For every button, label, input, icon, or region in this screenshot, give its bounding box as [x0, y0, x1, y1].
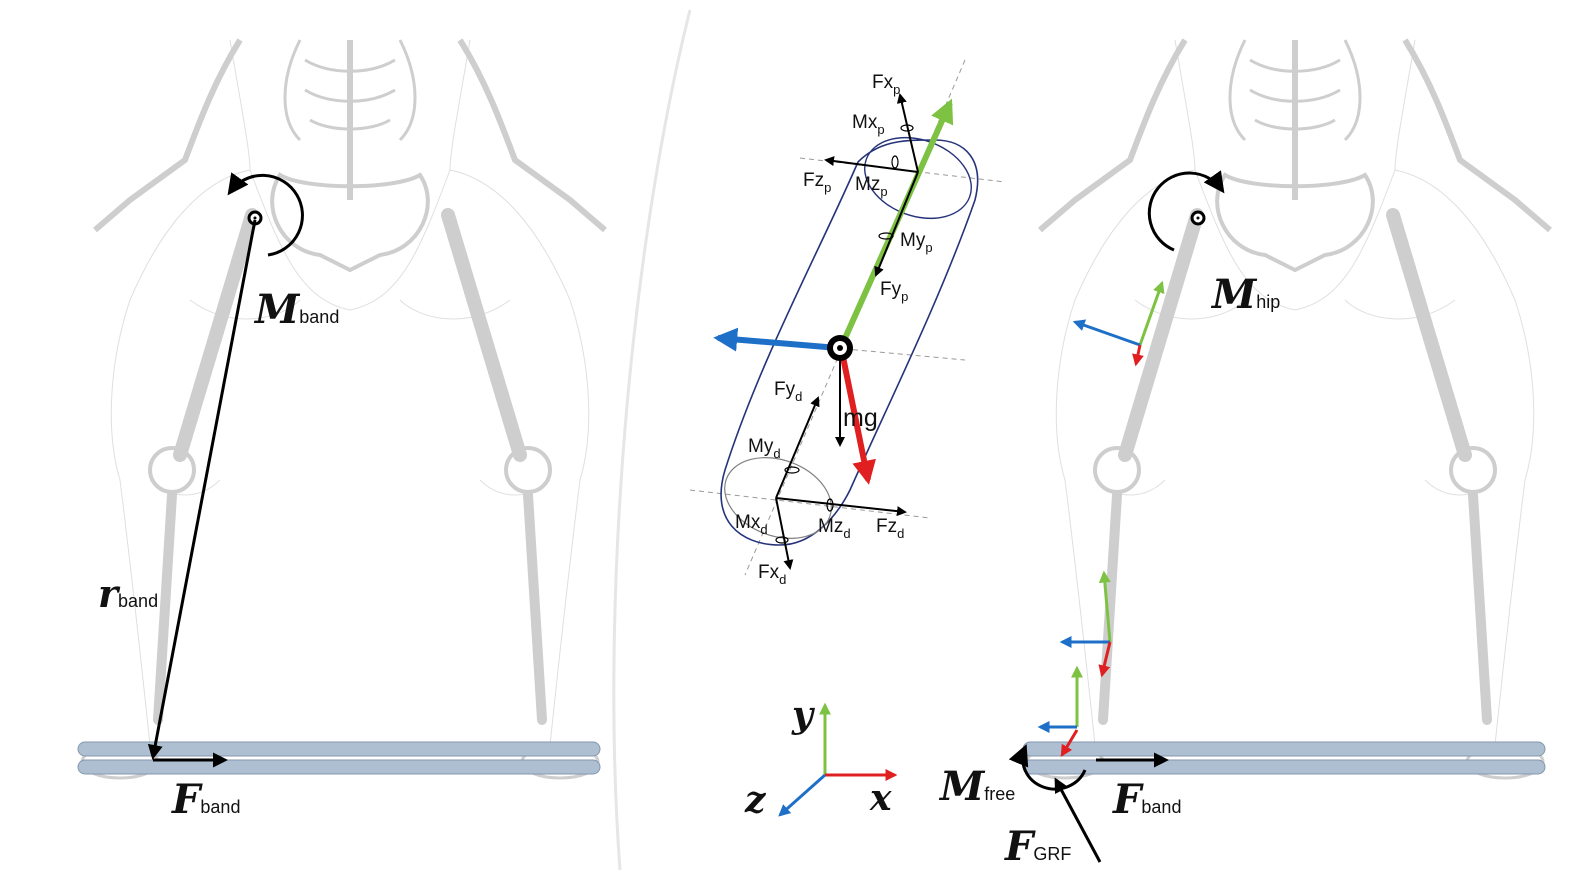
fx-distal-label: Fxd	[758, 562, 786, 587]
z-axis-label: z	[744, 779, 767, 821]
fy-distal-label: Fyd	[774, 379, 802, 404]
mz-proximal-label: Mzp	[855, 174, 888, 199]
left-skeleton	[82, 40, 605, 778]
left-band-force-label: Fband	[171, 776, 240, 823]
y-axis-label: y	[791, 694, 815, 736]
mx-proximal-label: Mxp	[852, 112, 885, 137]
ground-reaction-force-label: FGRF	[1004, 823, 1071, 870]
right-skeleton	[1027, 40, 1550, 778]
free-moment-label: Mfree	[938, 763, 1015, 810]
my-distal-label: Myd	[748, 436, 781, 461]
my-proximal-label: Myp	[900, 230, 933, 255]
fx-proximal-label: Fxp	[872, 72, 900, 97]
foot-axes-triad	[1037, 665, 1083, 758]
center-of-mass-icon	[827, 335, 853, 361]
free-moment-arrow-icon	[1008, 744, 1087, 791]
right-band-force-label: Fband	[1112, 776, 1181, 823]
ground-reaction-force-arrow	[1054, 777, 1102, 863]
shank-axes-triad	[1059, 570, 1112, 678]
segment-free-body	[689, 59, 1006, 576]
band-moment-label: Mband	[253, 286, 339, 333]
weight-label: mg	[843, 404, 878, 432]
band-lever-arm-label: rband	[98, 571, 158, 616]
coordinate-axes	[778, 702, 898, 817]
mx-distal-label: Mxd	[735, 512, 768, 537]
fy-proximal-label: Fyp	[880, 279, 908, 304]
panel-divider	[612, 9, 692, 871]
thigh-axes-triad	[1072, 280, 1165, 367]
x-axis-label: x	[869, 777, 892, 819]
band-lever-arm	[147, 219, 257, 760]
fz-distal-label: Fzd	[876, 516, 904, 541]
fz-proximal-label: Fzp	[803, 170, 831, 195]
hip-moment-arrow-icon	[1147, 170, 1225, 252]
mz-distal-label: Mzd	[818, 516, 851, 541]
right-hip-joint-center-icon	[1190, 210, 1206, 226]
hip-moment-label: Mhip	[1210, 271, 1280, 318]
segment-outline	[720, 139, 979, 546]
band-moment-arrow-icon	[227, 172, 304, 257]
